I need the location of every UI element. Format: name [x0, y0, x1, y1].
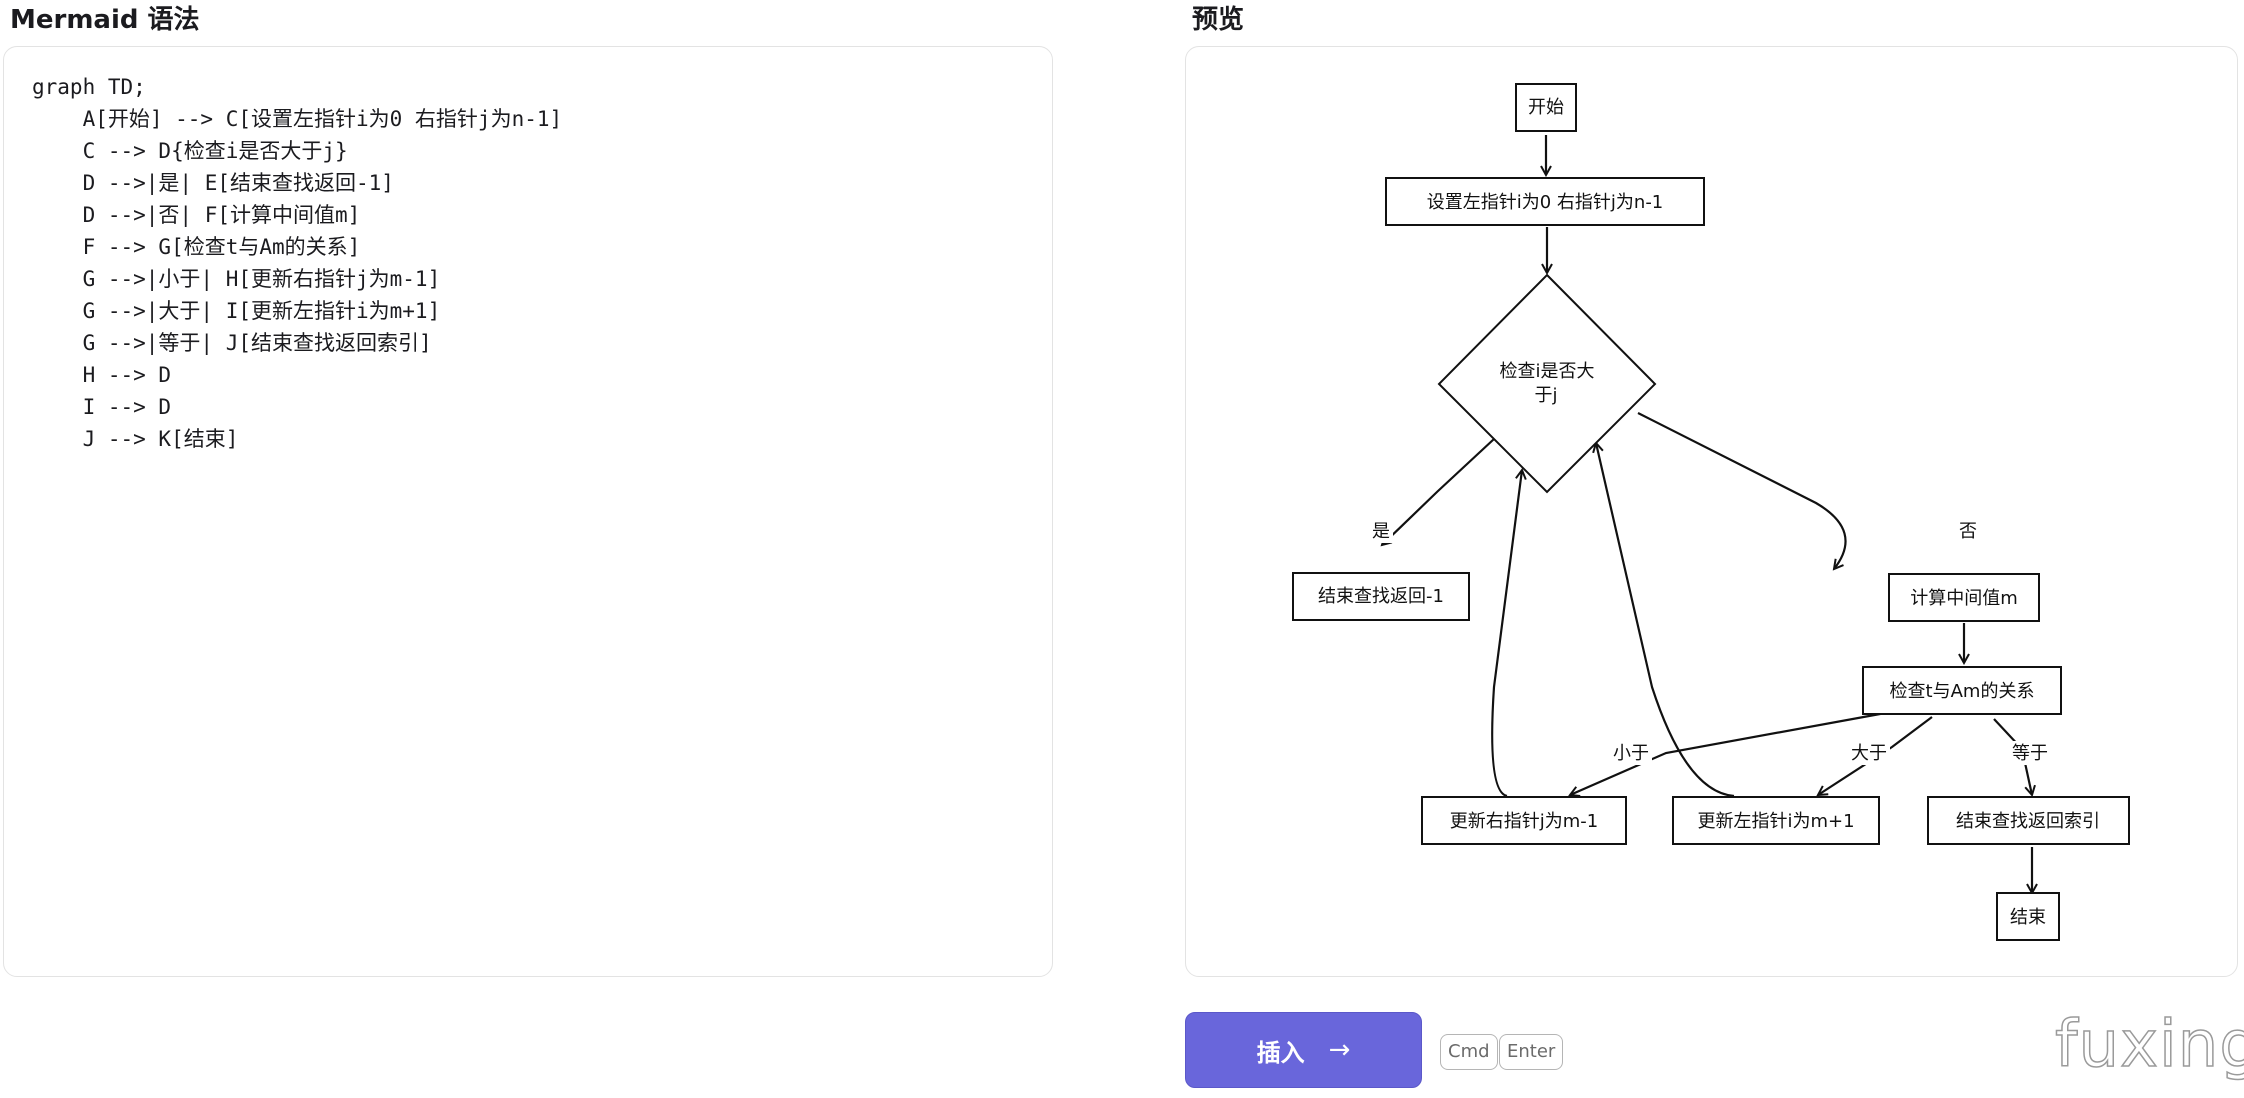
edge-d-f [1637, 412, 1847, 569]
mermaid-code-editor[interactable]: graph TD; A[开始] --> C[设置左指针i为0 右指针j为n-1]… [3, 46, 1053, 977]
node-d-label-line1: 检查i是否大 [1499, 361, 1594, 382]
arrow-right-icon: → [1328, 1035, 1351, 1065]
node-e [1292, 572, 1470, 621]
diagram-preview: 是 否 小于 大于 等于 开始 设置左指针i为0 右指针j为n-1 [1185, 46, 2238, 977]
node-labels: 开始 设置左指针i为0 右指针j为n-1 检查i是否大 于j 结束查找返回-1 … [1318, 97, 2100, 928]
edges [1382, 135, 2032, 893]
node-k [1996, 892, 2060, 941]
edge-labels: 是 否 小于 大于 等于 [1369, 519, 2051, 765]
node-d [1437, 273, 1657, 494]
watermark-logo: fuxing [2054, 1007, 2244, 1083]
node-a [1515, 83, 1577, 132]
shortcut-key-cmd: Cmd [1440, 1034, 1498, 1070]
edge-label-yes: 是 [1372, 521, 1390, 542]
node-c [1385, 177, 1705, 226]
node-c-label: 设置左指针i为0 右指针j为n-1 [1427, 192, 1664, 213]
nodes [1292, 83, 2130, 941]
mermaid-code[interactable]: graph TD; A[开始] --> C[设置左指针i为0 右指针j为n-1]… [32, 75, 563, 451]
insert-button-label: 插入 [1256, 1038, 1305, 1067]
edge-g-h [1570, 710, 1892, 795]
preview-title: 预览 [1192, 5, 1245, 35]
edge-h-d [1491, 470, 1522, 798]
flowchart-svg: 是 否 小于 大于 等于 开始 设置左指针i为0 右指针j为n-1 [1292, 83, 2130, 941]
edge-label-less: 小于 [1613, 743, 1649, 764]
node-g-label: 检查t与Am的关系 [1890, 681, 2035, 702]
node-i-label: 更新左指针i为m+1 [1697, 811, 1854, 832]
node-g [1862, 666, 2062, 715]
node-k-label: 结束 [2010, 907, 2046, 928]
edge-label-no: 否 [1959, 521, 1977, 542]
node-h [1421, 796, 1627, 845]
edge-g-i [1818, 716, 1933, 795]
shortcut-key-enter: Enter [1499, 1034, 1564, 1070]
node-a-label: 开始 [1528, 97, 1564, 118]
node-f-label: 计算中间值m [1910, 588, 2018, 609]
node-h-label: 更新右指针j为m-1 [1450, 811, 1598, 832]
node-j-label: 结束查找返回索引 [1956, 811, 2100, 832]
node-j [1927, 796, 2130, 845]
node-d-label-line2: 于j [1534, 385, 1557, 406]
insert-button[interactable]: 插入 → [1185, 1012, 1422, 1088]
node-f [1888, 573, 2040, 622]
edge-label-greater: 大于 [1851, 743, 1887, 764]
edge-label-equal: 等于 [2012, 743, 2048, 764]
node-i [1672, 796, 1880, 845]
edge-d-e [1382, 438, 1495, 545]
node-e-label: 结束查找返回-1 [1318, 586, 1444, 607]
editor-title: Mermaid 语法 [10, 5, 200, 35]
edge-i-d [1596, 443, 1735, 798]
